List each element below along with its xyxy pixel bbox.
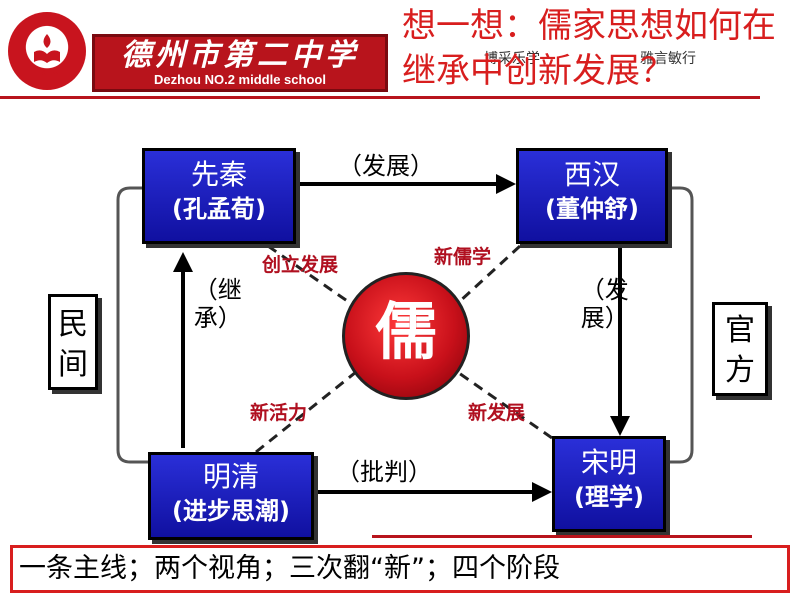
bottom-divider bbox=[372, 535, 752, 538]
spoke-label-top-right: 新儒学 bbox=[434, 246, 492, 268]
book-flame-icon bbox=[34, 34, 60, 63]
edge-label-right: （发展） bbox=[580, 276, 629, 332]
center-text: 儒 bbox=[374, 295, 437, 368]
left-bracket bbox=[116, 186, 148, 464]
node-mingqing: 明清 (进步思潮) bbox=[148, 452, 314, 540]
side-label-folk: 民间 bbox=[48, 294, 98, 390]
logo-year: 1958 bbox=[35, 68, 59, 77]
node-songming-sub: (理学) bbox=[574, 483, 644, 511]
edge-label-top: （发展） bbox=[338, 152, 434, 180]
node-mingqing-title: 明清 bbox=[202, 460, 259, 493]
motto-left: 博采乐学 bbox=[484, 51, 540, 67]
school-name-cn: 德州市第二中学 bbox=[121, 38, 359, 73]
node-xianqin-title: 先秦 bbox=[190, 158, 247, 191]
spoke-bottom-right bbox=[445, 362, 553, 440]
school-banner: 德州市第二中学 Dezhou NO.2 middle school bbox=[92, 34, 388, 92]
spoke-top-left bbox=[267, 244, 367, 316]
motto-right: 雅言敏行 bbox=[640, 51, 696, 67]
right-bracket bbox=[666, 186, 694, 464]
spoke-label-top-left: 创立发展 bbox=[262, 254, 339, 276]
spoke-label-bottom-right: 新发展 bbox=[468, 402, 526, 424]
school-logo: 1958 bbox=[8, 12, 86, 90]
center-circle: 儒 bbox=[342, 272, 470, 400]
node-xihan-sub: (董仲舒) bbox=[545, 195, 639, 223]
summary-box: 一条主线；两个视角；三次翻“新”；四个阶段 bbox=[10, 545, 790, 593]
edge-label-left: （继承） bbox=[193, 276, 242, 332]
header-divider bbox=[0, 96, 760, 99]
spoke-bottom-left bbox=[255, 362, 367, 454]
edge-label-bottom: （批判） bbox=[336, 458, 432, 486]
school-name-en: Dezhou NO.2 middle school bbox=[154, 72, 326, 87]
edge-label-right-text: （发展） bbox=[580, 276, 629, 332]
node-songming: 宋明 (理学) bbox=[552, 436, 666, 532]
node-xianqin-sub: (孔孟荀) bbox=[172, 195, 266, 223]
side-label-folk-text: 民间 bbox=[58, 307, 88, 382]
node-mingqing-sub: (进步思潮) bbox=[172, 497, 290, 525]
spoke-label-bottom-left: 新活力 bbox=[250, 402, 308, 424]
summary-text: 一条主线；两个视角；三次翻“新”；四个阶段 bbox=[19, 553, 560, 584]
node-xihan-title: 西汉 bbox=[563, 158, 620, 191]
side-label-official: 官方 bbox=[712, 302, 768, 396]
node-songming-title: 宋明 bbox=[580, 446, 637, 479]
question-title: 想一想：儒家思想如何在继承中创新发展？ bbox=[402, 6, 776, 91]
side-label-official-text: 官方 bbox=[725, 313, 755, 388]
edge-label-left-text: （继承） bbox=[193, 276, 242, 332]
node-xianqin: 先秦 (孔孟荀) bbox=[142, 148, 296, 244]
node-xihan: 西汉 (董仲舒) bbox=[516, 148, 668, 244]
